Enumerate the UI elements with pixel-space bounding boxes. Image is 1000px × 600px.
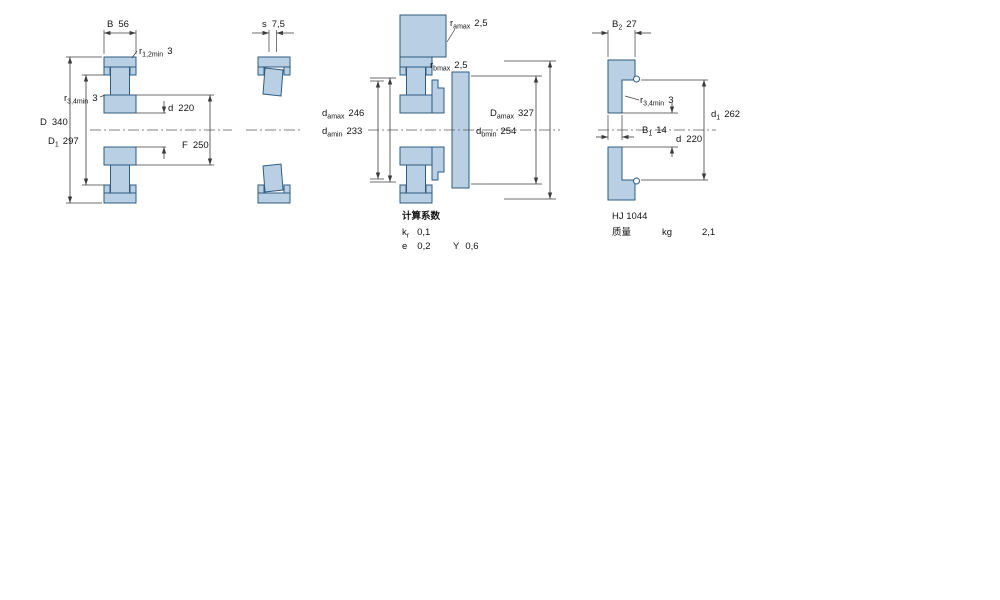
outer-ring-section-bottom xyxy=(399,192,433,204)
angle-ring-section-top xyxy=(431,79,445,114)
outer-ring-flange-bottom-right xyxy=(425,184,433,194)
roller-section-top xyxy=(262,67,284,97)
outer-ring-flange-bottom-right xyxy=(283,184,291,194)
lip-radius-detail-bottom xyxy=(633,177,640,185)
leader-line-r12 xyxy=(131,50,138,59)
roller-section-top xyxy=(110,66,130,96)
roller-section-bottom xyxy=(262,163,284,193)
outer-ring-flange-bottom-left xyxy=(257,184,265,194)
leader-line-r34 xyxy=(624,95,640,101)
outer-ring-flange-bottom-right xyxy=(129,184,137,194)
outer-ring-flange-top-left xyxy=(257,66,265,76)
outer-ring-flange-bottom-left xyxy=(103,184,111,194)
angle-ring-designation: HJ 1044 xyxy=(612,211,647,222)
outer-ring-section-top xyxy=(257,56,291,68)
inner-ring-section-bottom xyxy=(103,146,137,166)
roller-section-top xyxy=(406,66,426,96)
inner-ring-section-bottom xyxy=(399,146,433,166)
outer-ring-section-top xyxy=(399,56,433,68)
housing-shoulder-section xyxy=(399,14,447,58)
leader-line-ramax xyxy=(446,28,456,43)
outer-ring-section-top xyxy=(103,56,137,68)
outer-ring-flange-top-left xyxy=(103,66,111,76)
mass-label: 质量 xyxy=(612,226,632,238)
angle-ring-info-block: HJ 1044 质量 kg 2,1 xyxy=(612,211,715,238)
outer-ring-flange-top-left xyxy=(399,66,407,76)
outer-ring-flange-top-right xyxy=(283,66,291,76)
mass-value: 2,1 xyxy=(702,227,715,238)
lip-radius-detail-top xyxy=(633,75,640,83)
outer-ring-section-bottom xyxy=(257,192,291,204)
inner-ring-section-top xyxy=(103,94,137,114)
outer-ring-flange-bottom-left xyxy=(399,184,407,194)
inner-ring-section-top xyxy=(399,94,433,114)
angle-ring-section-bottom xyxy=(607,146,636,201)
roller-section-bottom xyxy=(406,164,426,194)
roller-section-bottom xyxy=(110,164,130,194)
leader-line-r34 xyxy=(99,94,106,98)
mass-unit: kg xyxy=(662,227,672,238)
angle-ring-section-top xyxy=(607,59,636,114)
angle-ring-section-bottom xyxy=(431,146,445,181)
calculation-factors-title: 计算系数 xyxy=(402,210,441,222)
outer-ring-flange-top-right xyxy=(129,66,137,76)
outer-ring-section-bottom xyxy=(103,192,137,204)
